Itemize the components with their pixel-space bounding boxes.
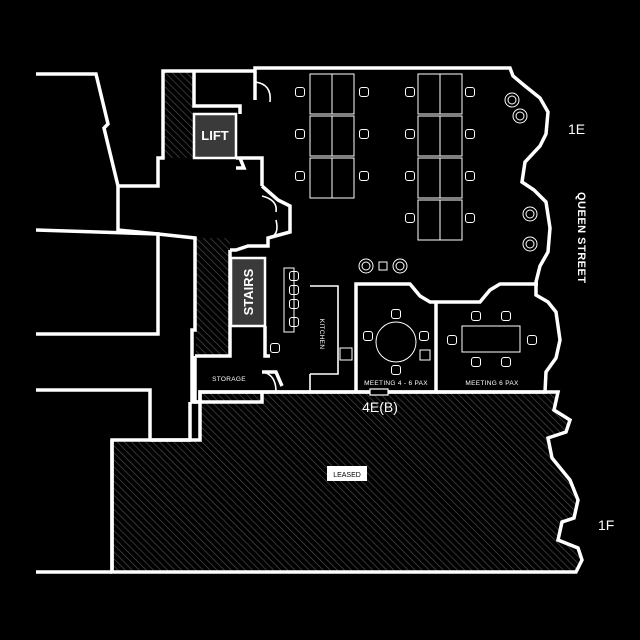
stairs <box>229 256 267 328</box>
adjacent-building <box>35 72 192 574</box>
desk-cluster-right <box>417 73 463 241</box>
door-swing-lobby <box>254 81 272 103</box>
stairs-label: STAIRS <box>241 268 256 315</box>
meeting-large-label: MEETING 6 PAX <box>465 380 519 387</box>
lift <box>192 112 238 160</box>
street-label: QUEEN STREET <box>575 192 587 284</box>
office-outline <box>116 66 562 404</box>
kitchen-label: KITCHEN <box>318 319 325 350</box>
lift-label: LIFT <box>201 128 228 143</box>
leased-label: LEASED <box>333 472 361 479</box>
lobby-walls <box>192 72 264 186</box>
stairs-walls <box>195 250 270 358</box>
meeting-rooms-walls <box>354 282 538 392</box>
meeting-small-label: MEETING 4 - 6 PAX <box>364 380 428 387</box>
corridor-walls <box>230 184 292 252</box>
door-swing-corridor-1 <box>261 195 278 239</box>
storage-label: STORAGE <box>212 376 246 383</box>
leased-area <box>110 390 584 574</box>
kitchen-counter <box>309 285 339 392</box>
unit-1e-label: 1E <box>568 121 585 137</box>
shaft-hatched-1 <box>165 72 193 158</box>
storage-walls <box>193 356 284 404</box>
lounge-chairs <box>358 92 538 274</box>
door-swing-storage <box>261 371 277 393</box>
entry-door <box>369 388 389 396</box>
unit-1f-label: 1F <box>598 517 614 533</box>
meeting-small-furniture <box>339 309 431 375</box>
shaft-hatched-2 <box>196 238 230 356</box>
leased-badge: LEASED <box>327 466 367 481</box>
meeting-large-furniture <box>447 311 537 367</box>
unit-4eb-label: 4E(B) <box>362 399 398 415</box>
desk-cluster-left <box>309 73 355 199</box>
